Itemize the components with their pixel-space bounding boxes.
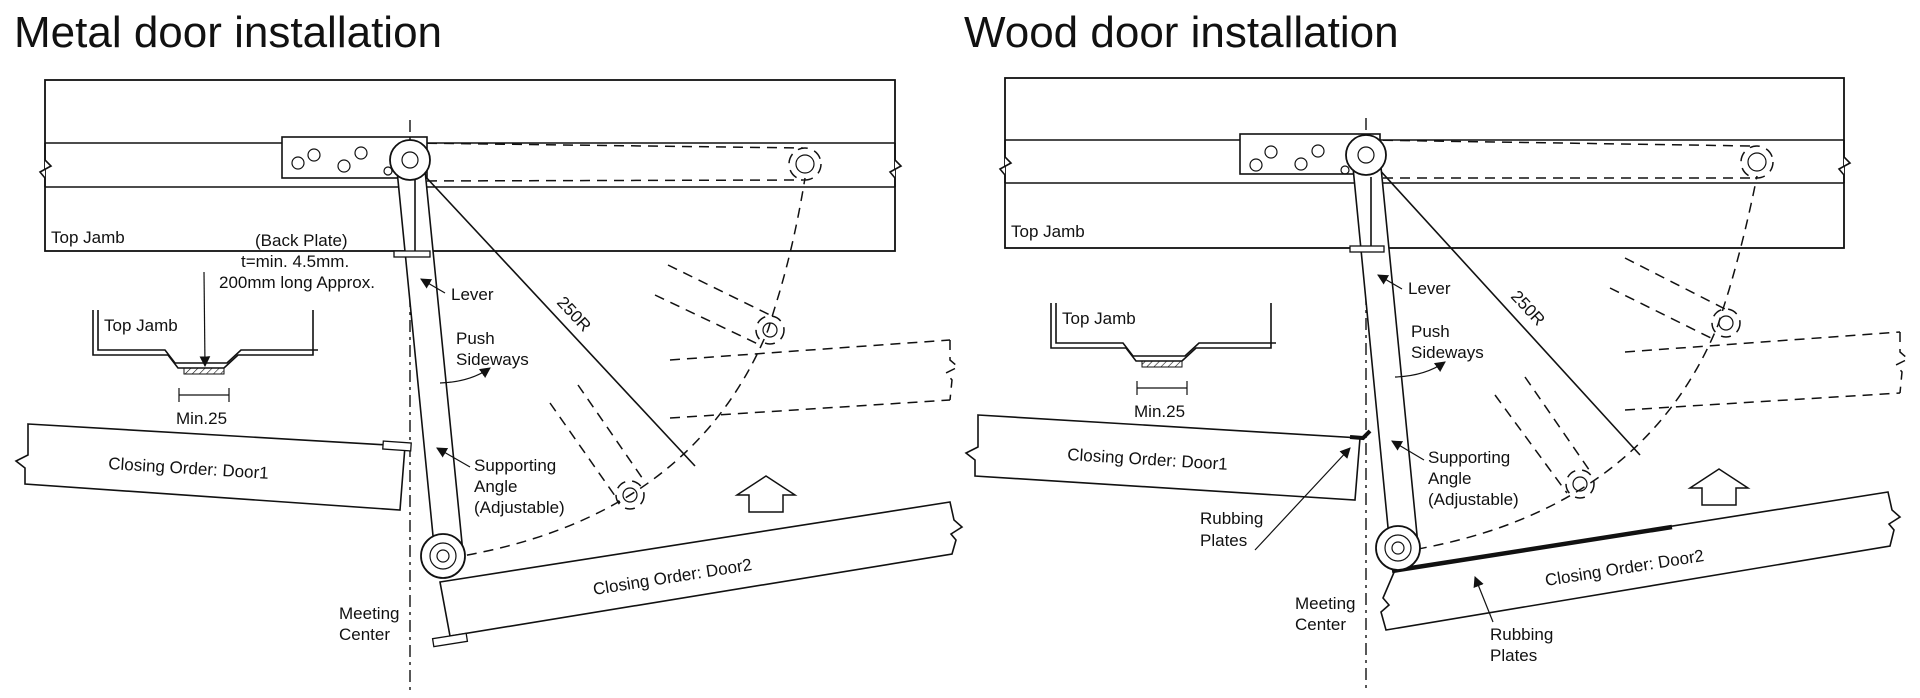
meeting-center-label-line2: Center [1295,615,1346,634]
radius-line [409,159,696,467]
open-door-outline [669,339,960,419]
swing-arc [449,177,806,559]
closing-direction-arrow [734,475,798,513]
closing-direction-arrow [1687,468,1751,506]
push-label-line1: Push [1411,322,1450,341]
back-plate-label: (Back Plate) [255,231,348,250]
radius-label: 250R [1507,287,1549,330]
supporting-label-line2: Angle [474,477,517,496]
swing-arc [1399,175,1758,553]
wood-door-title: Wood door installation [964,8,1399,57]
section-top-jamb-label: Top Jamb [1062,309,1136,328]
door2 [1380,491,1902,631]
lever-label: Lever [451,285,494,304]
rubbing-plates-label-line2: Plates [1200,531,1247,550]
meeting-center-label-line1: Meeting [1295,594,1355,613]
top-jamb-section [92,271,318,402]
metal-door-diagram: 250R [14,79,964,690]
top-jamb-label: Top Jamb [51,228,125,247]
door1 [964,414,1372,501]
rubbing-plate-arrow-door2 [1473,575,1494,623]
supporting-label-line1: Supporting [1428,448,1510,467]
min-dimension-label: Min.25 [176,409,227,428]
radius-line [1365,154,1641,456]
thickness-label: t=min. 4.5mm. [241,252,349,271]
meeting-center-label-line2: Center [339,625,390,644]
top-jamb [38,79,903,252]
length-label: 200mm long Approx. [219,273,375,292]
lever-arrow [420,278,446,294]
top-jamb [998,77,1852,249]
lever-label: Lever [1408,279,1451,298]
supporting-label-line3: (Adjustable) [1428,490,1519,509]
supporting-label-line3: (Adjustable) [474,498,565,517]
rubbing-plate-door1 [1349,429,1372,441]
top-jamb-label: Top Jamb [1011,222,1085,241]
section-top-jamb-label: Top Jamb [104,316,178,335]
rubbing-plate-door2 [1391,524,1673,574]
rubbing-plates-bottom-label-line1: Rubbing [1490,625,1553,644]
push-sideways-arrow [1394,361,1446,378]
rubbing-plates-bottom-label-line2: Plates [1490,646,1537,665]
push-label-line2: Sideways [1411,343,1484,362]
supporting-label-line2: Angle [1428,469,1471,488]
supporting-angle-arrow [1391,440,1425,461]
min-dimension-label: Min.25 [1134,402,1185,421]
push-label-line2: Sideways [456,350,529,369]
door2 [431,501,964,648]
radius-label: 250R [553,293,595,336]
meeting-center-label-line1: Meeting [339,604,399,623]
intermediate-arm-outlines [549,264,785,510]
push-label-line1: Push [456,329,495,348]
rubbing-plates-label-line1: Rubbing [1200,509,1263,528]
push-sideways-arrow [439,367,491,384]
open-door-outline [1624,331,1910,411]
metal-door-title: Metal door installation [14,8,443,57]
intermediate-arm-outlines [1494,257,1741,499]
lever-arrow [1377,274,1403,290]
supporting-label-line1: Supporting [474,456,556,475]
supporting-angle-arrow [436,447,471,468]
top-jamb-section [1050,303,1276,395]
door1 [14,423,412,511]
rubbing-plate-arrow-door1 [1254,447,1351,551]
wood-door-diagram: 250R [964,77,1910,690]
